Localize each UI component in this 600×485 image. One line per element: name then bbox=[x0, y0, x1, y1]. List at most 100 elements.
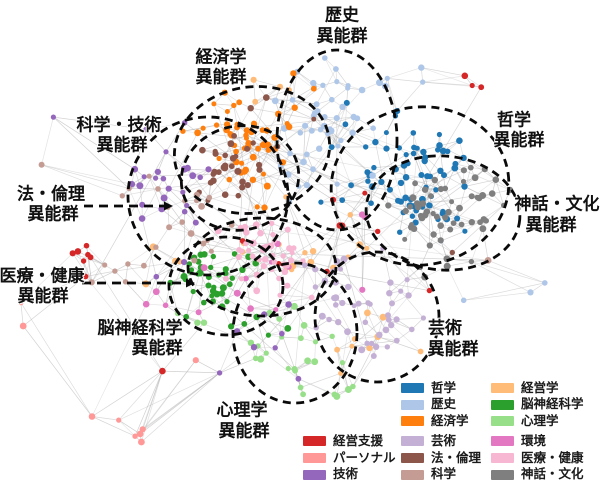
cluster-label-art-line2: 異能群 bbox=[428, 338, 479, 358]
graph-edge bbox=[326, 225, 341, 272]
graph-node bbox=[279, 330, 285, 337]
graph-node bbox=[342, 121, 349, 128]
graph-edge bbox=[20, 253, 73, 303]
legend-item-medical-health: 医療・健康 bbox=[491, 452, 584, 464]
graph-edge bbox=[198, 267, 205, 313]
graph-edge bbox=[252, 97, 267, 144]
graph-node bbox=[335, 318, 342, 326]
graph-node bbox=[339, 197, 346, 204]
graph-node bbox=[200, 319, 208, 326]
graph-node bbox=[468, 258, 475, 265]
graph-node bbox=[403, 152, 409, 158]
graph-node bbox=[333, 66, 339, 72]
graph-edge bbox=[218, 171, 258, 208]
graph-node bbox=[237, 224, 244, 230]
graph-node bbox=[215, 169, 222, 176]
graph-edge bbox=[289, 118, 358, 203]
graph-edge bbox=[444, 167, 456, 189]
graph-edge bbox=[139, 359, 197, 435]
graph-node bbox=[362, 319, 369, 326]
graph-node bbox=[419, 200, 427, 207]
graph-node bbox=[370, 353, 377, 359]
graph-edge bbox=[403, 165, 407, 212]
graph-edge bbox=[72, 253, 92, 283]
graph-node bbox=[138, 215, 146, 222]
graph-edge bbox=[422, 75, 465, 83]
graph-node bbox=[261, 171, 266, 177]
graph-edge bbox=[342, 225, 430, 291]
graph-edge bbox=[429, 245, 448, 260]
graph-edge bbox=[298, 378, 337, 397]
legend-label-science: 科学 bbox=[431, 467, 457, 482]
graph-node bbox=[311, 358, 319, 366]
graph-node bbox=[233, 148, 240, 155]
graph-edge bbox=[275, 225, 340, 310]
graph-node bbox=[165, 185, 172, 192]
graph-node bbox=[231, 251, 238, 257]
legend-swatch-science bbox=[401, 469, 424, 480]
graph-node bbox=[263, 182, 271, 190]
graph-node bbox=[69, 250, 76, 257]
graph-node bbox=[442, 185, 449, 192]
graph-node bbox=[437, 222, 445, 229]
graph-node bbox=[378, 178, 385, 186]
graph-node bbox=[349, 129, 356, 137]
graph-node bbox=[136, 430, 144, 438]
graph-node bbox=[375, 228, 381, 235]
legend-swatch-art bbox=[401, 436, 424, 447]
graph-node bbox=[334, 181, 340, 187]
graph-edge bbox=[400, 290, 424, 319]
graph-node bbox=[410, 130, 417, 136]
graph-node bbox=[207, 179, 214, 186]
graph-edge bbox=[242, 269, 257, 291]
cluster-label-economics-line2: 異能群 bbox=[196, 66, 247, 86]
graph-node bbox=[252, 355, 259, 362]
graph-edge bbox=[471, 261, 545, 284]
graph-node bbox=[80, 258, 87, 264]
graph-node bbox=[316, 145, 323, 152]
graph-node bbox=[426, 287, 433, 294]
graph-edge bbox=[215, 148, 245, 155]
legend-item-philosophy: 哲学 bbox=[401, 382, 456, 394]
graph-edge bbox=[91, 270, 116, 283]
graph-edge bbox=[335, 68, 349, 86]
graph-edge bbox=[268, 328, 288, 336]
graph-node bbox=[250, 344, 258, 351]
graph-edge bbox=[382, 248, 391, 283]
cluster-label-myth-culture-line1: 神話・文化 bbox=[515, 193, 600, 213]
graph-node bbox=[290, 70, 297, 77]
cluster-label-history-line2: 異能群 bbox=[317, 25, 368, 45]
graph-node bbox=[348, 182, 354, 189]
graph-edge bbox=[292, 86, 315, 101]
graph-node bbox=[312, 266, 319, 273]
graph-node bbox=[257, 229, 264, 237]
graph-node bbox=[402, 174, 410, 181]
graph-node bbox=[460, 178, 467, 185]
graph-node bbox=[372, 138, 379, 146]
graph-node bbox=[369, 172, 376, 179]
graph-edge bbox=[342, 362, 354, 387]
graph-node bbox=[383, 145, 390, 152]
graph-edge bbox=[91, 416, 136, 437]
graph-node bbox=[287, 257, 295, 264]
graph-node bbox=[409, 326, 415, 333]
graph-node bbox=[227, 140, 235, 148]
graph-edge bbox=[90, 257, 163, 372]
graph-edge bbox=[169, 226, 192, 234]
graph-node bbox=[527, 289, 534, 296]
graph-edge bbox=[256, 316, 267, 354]
graph-node bbox=[444, 148, 451, 155]
graph-edge bbox=[245, 261, 272, 279]
graph-edge bbox=[91, 264, 105, 283]
graph-node bbox=[387, 186, 393, 193]
graph-node bbox=[74, 248, 82, 255]
graph-node bbox=[418, 172, 425, 178]
graph-node bbox=[430, 231, 437, 238]
graph-edge bbox=[425, 186, 452, 203]
graph-node bbox=[247, 305, 254, 312]
graph-node bbox=[312, 339, 319, 345]
graph-node bbox=[364, 340, 370, 346]
graph-edge bbox=[41, 164, 132, 185]
legend-item-management-support: 経営支援 bbox=[303, 435, 383, 447]
cluster-label-myth-culture-line2: 異能群 bbox=[526, 214, 577, 234]
